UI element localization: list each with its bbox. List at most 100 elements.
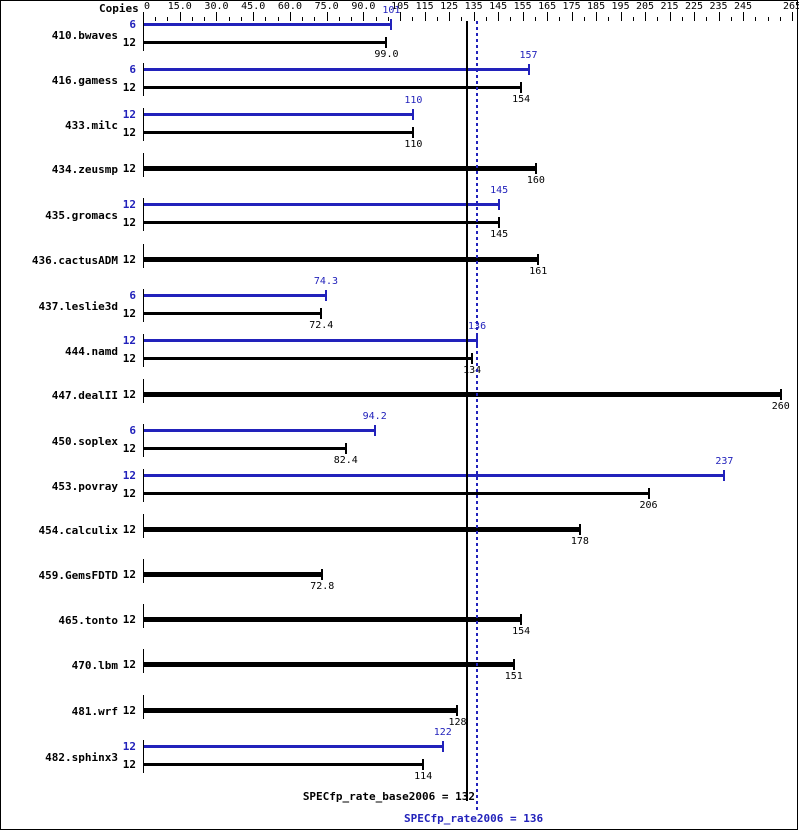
row-axis-origin-tick	[143, 63, 144, 97]
x-axis-tick-label: 145	[489, 1, 508, 12]
bar-base	[144, 166, 535, 172]
x-axis-minor-tick	[510, 17, 512, 21]
x-axis-minor-tick	[412, 17, 414, 21]
bar-base	[144, 762, 423, 766]
x-axis-tick-label: 75.0	[314, 1, 339, 12]
bar-end-cap-base	[456, 704, 459, 716]
bar-peak	[144, 428, 374, 432]
copies-value-peak: 12	[122, 739, 136, 753]
benchmark-label: 410.bwaves	[51, 29, 118, 42]
bar-peak	[144, 293, 325, 297]
bar-end-cap-peak	[412, 109, 415, 121]
bar-end-cap-base	[537, 253, 540, 265]
copies-value-base: 12	[122, 36, 136, 49]
x-axis-major-tick	[718, 12, 720, 21]
row-axis-origin-tick	[143, 423, 144, 457]
bar-end-cap-base	[512, 659, 515, 671]
x-axis-minor-tick	[265, 17, 267, 21]
copies-value-peak: 6	[129, 288, 136, 302]
x-axis-tick-label: 205	[636, 1, 655, 12]
value-label-base: 206	[639, 500, 658, 511]
bar-end-cap-peak	[527, 64, 530, 76]
bar-base	[144, 221, 499, 225]
x-axis-tick-label: 225	[685, 1, 704, 12]
copies-value-base: 12	[122, 523, 136, 537]
value-label-base: 178	[570, 536, 589, 548]
bar-end-cap-base	[520, 614, 523, 626]
benchmark-label: 459.GemsFDTD	[38, 569, 118, 583]
value-label-base: 134	[463, 364, 482, 376]
bar-end-cap-peak	[390, 19, 393, 30]
value-label-peak: 157	[519, 50, 538, 62]
copies-value-base: 12	[122, 441, 136, 455]
copies-value-peak: 12	[122, 198, 136, 212]
x-axis-major-tick	[179, 12, 181, 21]
x-axis-minor-tick	[338, 17, 340, 21]
value-label-base: 128	[448, 716, 467, 728]
bar-base	[144, 311, 321, 315]
bar-end-cap-base	[320, 307, 323, 319]
x-axis-minor-tick	[767, 17, 769, 21]
benchmark-label: 465.tonto	[58, 614, 118, 628]
copies-value-peak: 6	[129, 18, 136, 31]
value-label-peak: 122	[433, 726, 452, 738]
benchmark-label: 453.povray	[51, 480, 118, 493]
row-axis-origin-tick	[143, 153, 144, 178]
x-axis-tick-label: 125	[440, 1, 459, 12]
bar-end-cap-base	[471, 352, 474, 364]
bar-end-cap-base	[534, 163, 537, 175]
copies-value-base: 12	[122, 487, 136, 500]
x-axis-tick-label: 15.0	[167, 1, 192, 12]
x-axis-major-tick	[792, 12, 793, 21]
benchmark-label: 435.gromacs	[45, 209, 118, 223]
x-axis-major-tick	[743, 12, 745, 21]
bar-end-cap-peak	[498, 199, 501, 211]
x-axis-major-tick	[571, 12, 573, 21]
x-axis-major-tick	[449, 12, 451, 21]
x-axis-tick-label: 155	[513, 1, 532, 12]
copies-value-peak: 12	[122, 108, 136, 122]
copies-value-base: 12	[122, 81, 136, 95]
x-axis-minor-tick	[559, 17, 561, 21]
value-label-base: 145	[490, 229, 509, 241]
row-axis-origin-tick	[143, 694, 144, 719]
value-label-base: 110	[404, 139, 423, 151]
x-axis-minor-tick	[730, 17, 732, 21]
x-axis-major-tick	[143, 12, 144, 21]
benchmark-label: 436.cactusADM	[31, 253, 118, 267]
bar-end-cap-peak	[441, 740, 444, 752]
value-label-base: 154	[512, 94, 531, 106]
value-label-peak: 94.2	[362, 410, 387, 422]
value-label-base: 82.4	[333, 454, 358, 466]
bar-end-cap-peak	[373, 424, 376, 436]
row-axis-origin-tick	[143, 108, 144, 142]
copies-value-peak: 12	[122, 469, 136, 482]
copies-value-peak: 12	[122, 333, 136, 347]
bar-base	[144, 572, 322, 578]
row-axis-origin-tick	[143, 559, 144, 584]
bar-end-cap-peak	[723, 470, 726, 481]
row-axis-origin-tick	[143, 333, 144, 367]
x-axis-minor-tick	[657, 17, 659, 21]
x-axis-tick-label: 30.0	[204, 1, 229, 12]
bar-base	[144, 391, 780, 397]
reference-line-peak	[476, 21, 479, 811]
bar-peak	[144, 203, 499, 207]
copies-value-base: 12	[122, 568, 136, 582]
x-axis-tick-label: 135	[464, 1, 483, 12]
bar-base	[144, 492, 648, 495]
x-axis-minor-tick	[583, 17, 585, 21]
x-axis-minor-tick	[632, 17, 634, 21]
copies-value-peak: 6	[129, 63, 136, 77]
benchmark-label: 416.gamess	[51, 74, 118, 88]
x-axis-minor-tick	[191, 17, 193, 21]
bar-end-cap-base	[520, 82, 523, 94]
benchmark-label: 454.calculix	[38, 524, 118, 538]
bar-end-cap-base	[498, 217, 501, 229]
row-axis-origin-tick	[143, 739, 144, 773]
x-axis-major-tick	[522, 12, 524, 21]
row-axis-origin-tick	[143, 243, 144, 268]
x-axis-minor-tick	[314, 17, 316, 21]
bar-end-cap-base	[647, 488, 650, 499]
benchmark-label: 482.sphinx3	[45, 750, 118, 764]
